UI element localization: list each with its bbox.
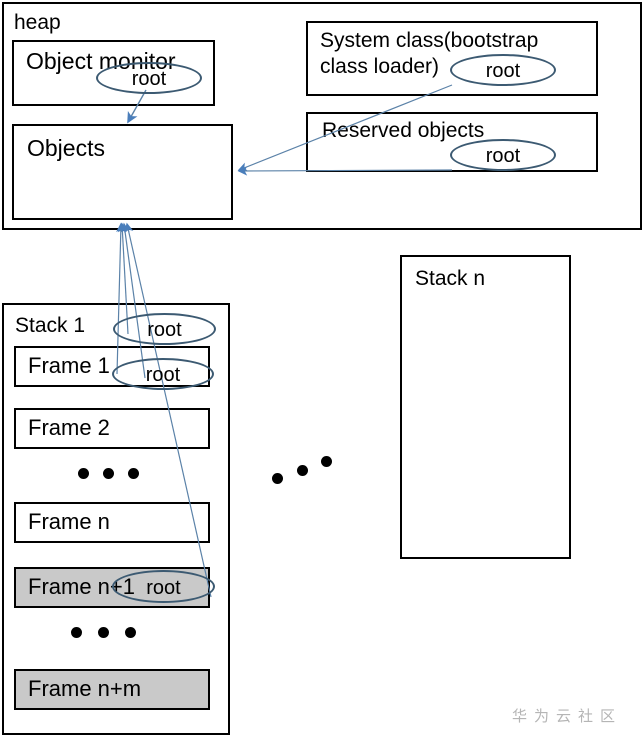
stack-1-ellipsis-2-dot-2 [98, 627, 109, 638]
root-stack-1-label: root [147, 319, 182, 341]
object-monitor-box [12, 40, 215, 106]
stacks-ellipsis-dot-2 [297, 465, 308, 476]
root-stack-1-ellipse [113, 313, 216, 345]
reserved-objects-label: Reserved objects [322, 119, 485, 142]
frame-n-label: Frame n [28, 509, 110, 534]
watermark: 华为云社区 [512, 708, 623, 725]
stack-1-ellipsis-dot-2 [103, 468, 114, 479]
root-frame-1-ellipse [112, 358, 214, 390]
stack-n-box [400, 255, 571, 559]
frame-n-plus-m-label: Frame n+m [28, 676, 142, 701]
root-frame-n-plus-1-label: root [146, 577, 181, 599]
stacks-ellipsis-dot-3 [321, 456, 332, 467]
frame-2-label: Frame 2 [28, 415, 110, 440]
heap-label: heap [14, 11, 61, 34]
heap-container [2, 2, 642, 230]
root-system-class-ellipse [450, 54, 556, 86]
root-system-class-label: root [485, 60, 521, 82]
stack-1-label: Stack 1 [15, 314, 86, 337]
root-frame-1-label: root [145, 364, 181, 386]
stack-1-ellipsis-2-dot-1 [71, 627, 82, 638]
stack-1-ellipsis-dot-1 [78, 468, 89, 479]
frame-n-plus-m-box [14, 669, 210, 710]
root-object-monitor-ellipse [96, 62, 202, 94]
stacks-ellipsis-dot-1 [272, 473, 283, 484]
objects-box [12, 124, 233, 220]
root-reserved-objects-ellipse [450, 139, 556, 171]
stack-1-ellipsis-dot-3 [128, 468, 139, 479]
system-class-label: System class(bootstrap class loader) [320, 29, 539, 78]
stack-1-ellipsis-2-dot-3 [125, 627, 136, 638]
frame-1-label: Frame 1 [28, 353, 110, 378]
stack-1-container [2, 303, 230, 735]
root-frame-n-plus-1-ellipse [112, 570, 215, 603]
objects-label: Objects [27, 135, 105, 161]
root-object-monitor-label: root [131, 68, 167, 90]
stack-n-label: Stack n [415, 267, 486, 290]
root-reserved-objects-label: root [485, 145, 521, 167]
